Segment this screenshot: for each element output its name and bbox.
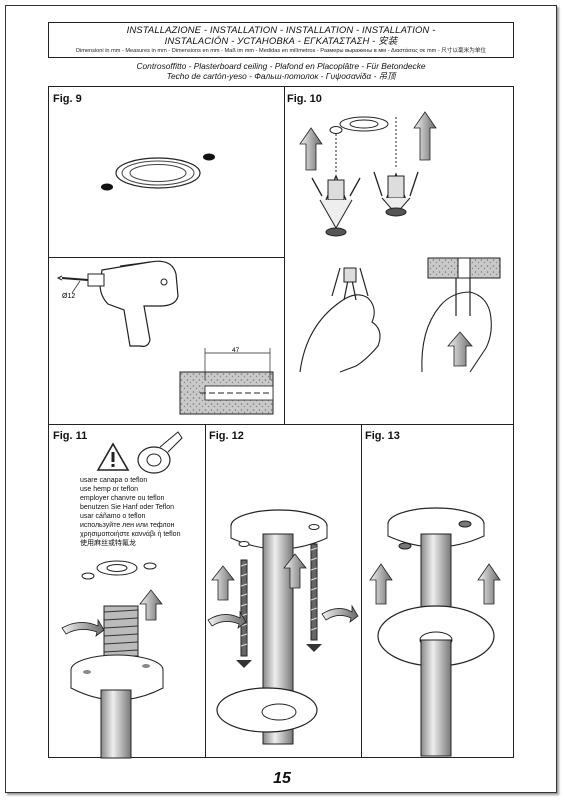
drill-depth-label: 47: [232, 347, 240, 354]
divider-fig9-horizontal: [49, 257, 284, 258]
up-arrow-icon: [211, 565, 235, 601]
caution-line: employer chanvre ou teflon: [80, 495, 165, 502]
drill-bit-label: Ø12: [62, 293, 75, 300]
drill-icon: [56, 260, 179, 347]
rotate-arrow-icon: [207, 610, 247, 629]
fig10-anchor-diagram: [311, 116, 419, 237]
caution-line: use hemp or teflon: [80, 486, 138, 493]
divider-vertical-top: [284, 87, 285, 424]
caution-line: usar cáñamo o teflon: [80, 513, 146, 520]
screw-icon: [306, 543, 322, 652]
fig9-label: Fig. 9: [53, 93, 82, 105]
up-arrow-icon: [369, 563, 393, 605]
up-arrow-icon: [477, 563, 501, 605]
caution-line: используйте лен или тефлон: [80, 522, 175, 529]
up-arrow-icon: [413, 111, 437, 161]
drill-bit-leader: [71, 280, 81, 294]
divider-vertical-bottom-right: [361, 424, 362, 757]
installation-header: INSTALLAZIONE - INSTALLATION - INSTALLAT…: [48, 22, 514, 58]
fig12-ceiling-plate: [216, 509, 328, 745]
plasterboard-section: [179, 348, 274, 415]
caution-line: benutzen Sie Hanf oder Teflon: [80, 504, 175, 511]
page-number: 15: [273, 770, 291, 787]
fig11-threaded-mount: [70, 560, 164, 759]
up-arrow-icon: [139, 589, 163, 621]
rotate-arrow-icon: [61, 618, 105, 637]
caution-line: 使用麻丝或特氟龙: [80, 540, 136, 547]
ceiling-type-heading: Controsoffitto - Plasterboard ceiling - …: [48, 61, 514, 81]
page-frame: [5, 5, 557, 793]
caution-line: usare canapa o teflon: [80, 477, 148, 484]
warning-triangle-icon: [96, 442, 130, 471]
figure-grid: [48, 86, 514, 758]
caution-line: χρησιμοποιήστε καννάβι ή teflon: [80, 531, 181, 538]
sealant-caution-text: usare canapa o teflon use hemp or teflon…: [80, 476, 180, 548]
teflon-tape-roll-icon: [137, 431, 183, 474]
header-measures-note: Dimensioni in mm - Measures in mm - Dime…: [75, 48, 487, 54]
fig9-ceiling-plate: [101, 153, 215, 191]
up-arrow-icon: [299, 127, 323, 171]
fig10-label: Fig. 10: [287, 93, 322, 105]
fig13-canopy: [377, 507, 495, 757]
header-title-line1: INSTALLAZIONE - INSTALLATION - INSTALLAT…: [126, 25, 436, 36]
ceiling-type-line2: Techo de cartón-yeso - Фальш-потолок - Γ…: [166, 71, 396, 81]
fig13-label: Fig. 13: [365, 430, 400, 442]
up-arrow-icon: [447, 331, 473, 367]
fig12-label: Fig. 12: [209, 430, 244, 442]
screw-icon: [236, 559, 252, 668]
hand-pushing-anchor: [421, 257, 501, 373]
divider-horizontal-middle: [49, 424, 513, 425]
ceiling-type-line1: Controsoffitto - Plasterboard ceiling - …: [136, 61, 426, 71]
header-title-line2: INSTALACIÓN - УСТАНОВКА - ΕΓΚΑΤΑΣΤΑΣΗ - …: [164, 36, 398, 47]
up-arrow-icon: [283, 553, 307, 589]
hand-inserting-anchor: [299, 267, 381, 373]
divider-vertical-bottom-left: [205, 424, 206, 757]
rotate-arrow-icon: [321, 604, 359, 623]
fig11-label: Fig. 11: [53, 430, 88, 442]
